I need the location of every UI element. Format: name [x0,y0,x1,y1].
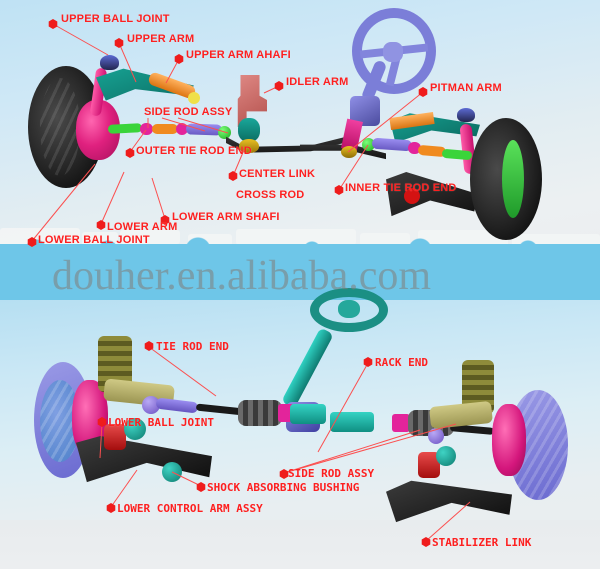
callout-label: UPPER BALL JOINT [61,13,170,25]
callout-label: STABILIZER LINK [432,536,532,549]
right-tie-rod-joint [428,428,444,444]
outer-tie-rod-ball [218,126,231,139]
right-lower-arm-bushing [404,188,420,204]
steering-wheel-rim [352,8,436,94]
callout-marker-icon [363,357,373,367]
callout-marker-icon [27,237,37,247]
callout-label: LOWER ARM [107,221,178,233]
callout-label: TIE ROD END [156,340,229,353]
callout-marker-icon [106,503,116,513]
right-hub-magenta [492,404,526,476]
callout-label: SIDE ROD ASSY [144,106,233,118]
idler-arm-pivot [238,118,260,142]
right-stabilizer-link-top [436,446,456,466]
callout-marker-icon [114,38,124,48]
bottom-steering-wheel-hub [338,300,360,318]
callout-marker-icon [160,215,170,225]
callout-marker-icon [97,417,107,427]
callout-label: PITMAN ARM [430,82,502,94]
callout-label: INNER TIE ROD END [345,182,457,194]
left-stabilizer-link-top [124,418,146,440]
right-tire-inner-rim [502,140,524,218]
callout-marker-icon [196,482,206,492]
callout-label: LOWER CONTROL ARM ASSY [117,502,263,515]
callout-label: SHOCK ABSORBING BUSHING [207,481,360,494]
callout-marker-icon [144,341,154,351]
callout-marker-icon [274,81,284,91]
callout-label: OUTER TIE ROD END [136,145,252,157]
callout-label: LOWER BALL JOINT [38,234,150,246]
callout-label: RACK END [375,356,428,369]
side-rod-segment-purple [185,123,223,136]
callout-marker-icon [334,185,344,195]
pitman-arm-ball-stud [341,146,357,158]
left-rack-housing [290,404,326,424]
upper-ball-joint-boot [100,55,119,70]
upper-arm-shaft-end-cap [188,92,200,104]
callout-marker-icon [48,19,58,29]
callout-marker-icon [418,87,428,97]
sky-band [0,234,600,302]
steering-wheel-hub [383,42,403,62]
callout-label: CENTER LINK [239,168,316,180]
callout-label: UPPER ARM AHAFI [186,49,291,61]
side-rod-segment-green [107,123,143,134]
callout-label: LOWER ARM SHAFI [172,211,280,223]
callout-label: UPPER ARM [127,33,195,45]
callout-marker-icon [96,220,106,230]
watermark-text: douher.en.alibaba.com [52,253,432,299]
callout-marker-icon [228,171,238,181]
tire-tread-highlight [40,78,80,176]
callout-marker-icon [125,148,135,158]
callout-label: LOWER BALL JOINT [108,416,214,429]
idler-arm-ball-stud [239,139,259,153]
callout-marker-icon [279,469,289,479]
right-rack-housing [330,412,374,432]
left-rack-boot [238,400,282,426]
callout-marker-icon [174,54,184,64]
right-upper-ball-joint-boot [457,108,475,122]
callout-label: SIDE ROD ASSY [288,467,375,480]
callout-marker-icon [421,537,431,547]
callout-label: IDLER ARM [286,76,349,88]
side-rod-segment-orange [152,124,178,134]
bottom-edge-fade [0,520,600,569]
bottom-steering-wheel-rim [310,288,388,332]
left-control-arm-bushing [162,462,182,482]
left-stabilizer-link [104,424,126,450]
callout-label: CROSS ROD [236,189,305,201]
